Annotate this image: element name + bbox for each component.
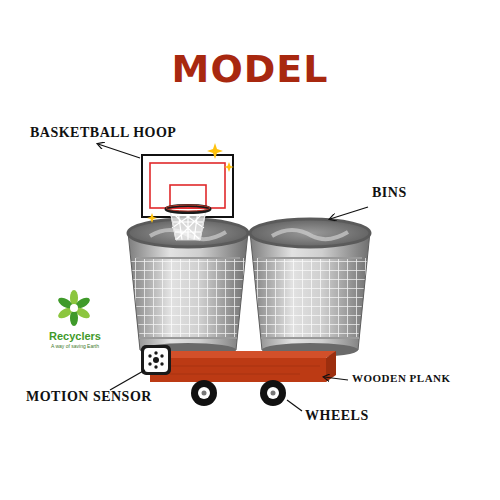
diagram-title: MODEL <box>172 50 329 88</box>
part-label: WOODEN PLANK <box>352 373 451 384</box>
part-label: WHEELS <box>305 409 369 423</box>
recyclers-logo <box>56 290 91 326</box>
bin <box>250 219 370 357</box>
leader-line <box>324 377 348 380</box>
logo-text: Recyclers <box>49 331 101 342</box>
leader-line <box>330 207 368 219</box>
part-label: BASKETBALL HOOP <box>30 126 176 140</box>
sparkles <box>147 143 234 223</box>
motion-sensor <box>141 345 171 375</box>
leader-line <box>110 370 145 390</box>
leader-line <box>287 400 302 411</box>
leader-line <box>98 144 140 158</box>
part-label: MOTION SENSOR <box>26 390 152 404</box>
basketball-hoop <box>142 155 233 240</box>
wooden-plank <box>150 351 336 382</box>
logo-tagline: A way of saving Earth <box>51 344 99 349</box>
wheels <box>191 380 286 406</box>
part-label: BINS <box>372 186 407 200</box>
leader-lines <box>98 144 368 411</box>
